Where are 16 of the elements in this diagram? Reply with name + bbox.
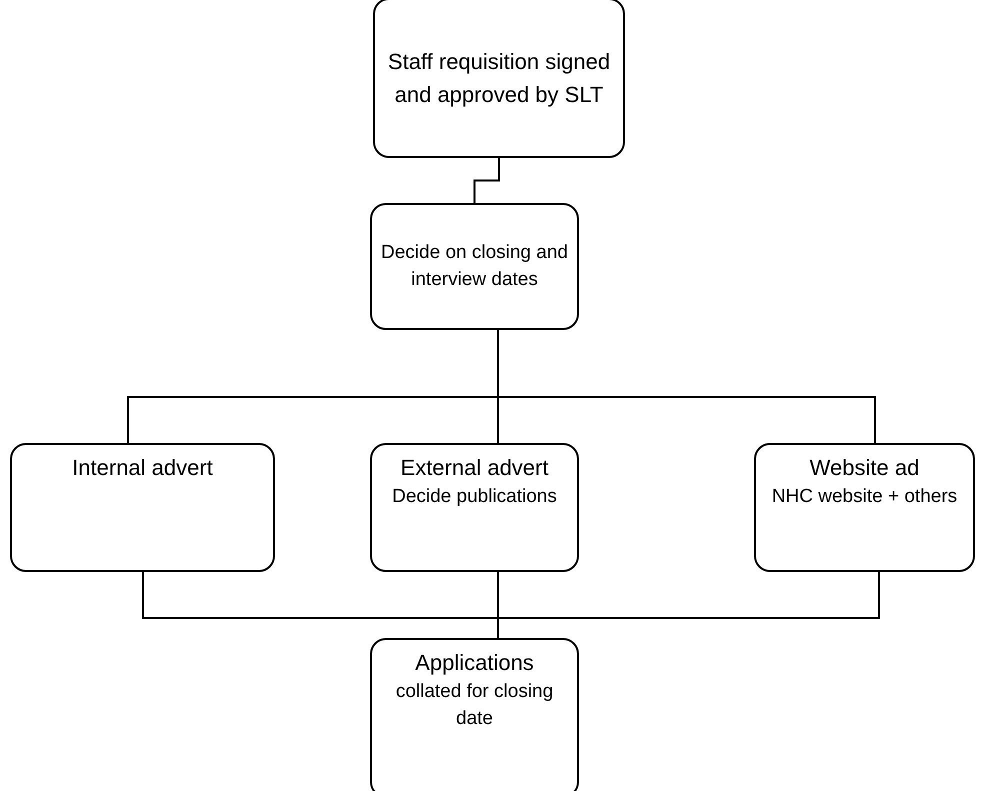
- process-box: [370, 638, 579, 791]
- box-title: Internal advert: [72, 454, 213, 482]
- process-box: [373, 0, 625, 158]
- box-title: Website ad: [810, 454, 920, 482]
- box-title: Decide on closing and interview dates: [380, 240, 569, 292]
- box-text: NHC website + others: [772, 485, 958, 509]
- box-text: Decide publications: [392, 485, 557, 509]
- box-title: External advert: [400, 454, 548, 482]
- box-title: Staff requisition signed and approved by SLT: [386, 48, 612, 109]
- box-text: collated for closing date: [394, 680, 554, 731]
- connector-line: [474, 158, 500, 203]
- process-box: [10, 443, 275, 572]
- box-title: Applications: [415, 649, 534, 677]
- process-box: [754, 443, 975, 572]
- process-box: [370, 203, 579, 330]
- process-box: [370, 443, 579, 572]
